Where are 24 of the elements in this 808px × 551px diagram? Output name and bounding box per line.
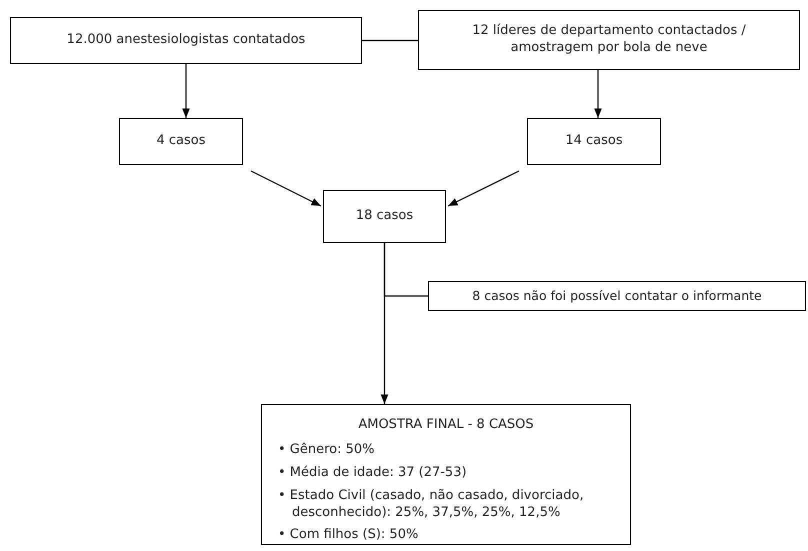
box-label: 12.000 anestesiologistas contatados <box>66 32 306 49</box>
list-item: • Média de idade: 37 (27-53) <box>278 464 468 482</box>
process-box <box>418 10 800 70</box>
box-label: 8 casos não foi possível contatar o informante <box>472 288 762 304</box>
arrow <box>182 64 190 118</box>
arrow <box>250 170 322 207</box>
box-heading: AMOSTRA FINAL - 8 CASOS <box>357 417 535 434</box>
arrow <box>594 70 602 118</box>
summary-box <box>261 404 631 545</box>
box-label: 14 casos <box>565 133 623 150</box>
list-item: • Estado Civil (casado, não casado, divorciado, desconhecido): 25%, 37,5%, 25%, 12,5% <box>278 488 585 522</box>
process-box <box>119 118 243 165</box>
box-label: 4 casos <box>156 133 206 150</box>
box-label: 18 casos <box>356 208 414 225</box>
process-box <box>428 281 806 311</box>
process-box <box>10 17 362 64</box>
connector-line <box>384 243 428 297</box>
connector-line <box>362 40 418 42</box>
box-label: 12 líderes de departamento contactados / amostragem por bola de neve <box>471 23 747 57</box>
list-item: • Com filhos (S): 50% <box>278 527 420 544</box>
arrow <box>448 170 520 207</box>
process-box <box>323 190 446 243</box>
process-box <box>527 118 661 165</box>
list-item: • Gênero: 50% <box>278 442 376 459</box>
